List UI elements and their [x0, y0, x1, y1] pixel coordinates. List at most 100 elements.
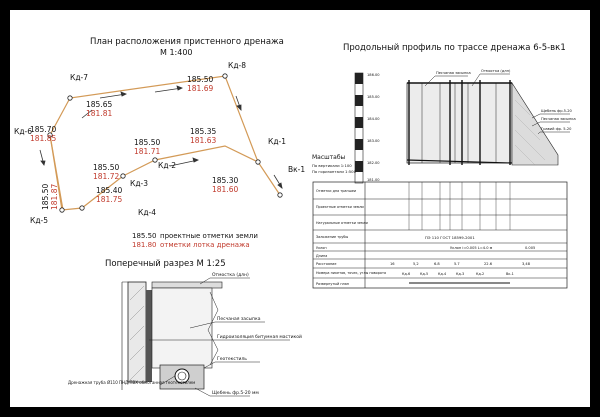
tray-mark: 181.69: [187, 84, 213, 93]
tray-mark: 181.75: [96, 195, 122, 204]
distance-value: 22.6: [484, 262, 493, 266]
axis-tick-labels: 186.00 185.00 184.00 183.00 182.00 181.0…: [367, 73, 380, 182]
ground-mark: 185.40: [96, 186, 122, 195]
tray-mark: 181.71: [134, 147, 160, 156]
elevation-marks: 185.65 181.81 185.50 181.69 185.70 181.8…: [30, 75, 238, 210]
profile-table: Отметки дна траншеи Проектные отметки зе…: [312, 181, 568, 289]
distance-value: 5.7: [454, 262, 460, 266]
well-kd2-label: Кд-2: [158, 161, 176, 170]
row-label: Номера пикетов, точек, углы поворота: [316, 271, 386, 275]
ground-mark: 185.50: [187, 75, 213, 84]
legend-tray-value: 181.80: [132, 241, 157, 249]
well-kd6-marker: [47, 132, 53, 138]
ground-mark: 185.50: [41, 184, 50, 210]
distance-value: 6.8: [434, 262, 440, 266]
point-value: Вк-1: [506, 272, 514, 276]
row-label: Отметки дна траншеи: [316, 189, 356, 193]
legend-ground-value: 185.50: [132, 232, 157, 240]
row-label: Проектные отметки земли: [316, 205, 364, 209]
scale-horizontal: По горизонтали 1:500: [312, 169, 357, 174]
well-vk1-label: Вк-1: [288, 165, 305, 174]
drain-route: [49, 75, 281, 196]
plan-title: План расположения пристенного дренажа: [90, 37, 284, 47]
tray-mark: 181.60: [212, 185, 238, 194]
point-value: Кд-3: [456, 272, 464, 276]
ground-mark: 185.70: [30, 125, 56, 134]
ground-mark: 185.35: [190, 127, 216, 136]
scale-vertical: По вертикали 1:100: [312, 163, 352, 168]
row-label: Уклон: [316, 246, 327, 250]
cross-section: Поперечный разрез М 1:25 Отмостка (длн) …: [68, 259, 302, 397]
well-kd2-marker: [152, 157, 158, 163]
section-hatching: [129, 285, 145, 381]
plan-legend: 185.50 проектные отметки земли 181.80 от…: [132, 232, 258, 249]
callout-gravel-right-2: Гравий фр. 5-20: [541, 127, 572, 131]
point-value: Кд-4: [438, 272, 446, 276]
tray-mark: 181.87: [50, 184, 59, 210]
legend-ground-text: проектные отметки земли: [160, 232, 258, 240]
well-shafts: [408, 80, 511, 165]
sand-backfill: [151, 287, 213, 369]
well-vk1-marker: [277, 192, 283, 198]
longitudinal-profile: Продольный профиль по трассе дренажа 6-5…: [312, 43, 576, 289]
slope-hatching: [514, 99, 546, 166]
point-value: Кд-2: [476, 272, 484, 276]
axis-tick: 186.00: [367, 73, 380, 77]
slope-label: Уклон i=0.005 L=4.0 м: [450, 246, 493, 250]
section-leaders: [149, 277, 290, 397]
tray-mark: 181.85: [30, 134, 56, 143]
waterproofing-layer: [146, 290, 152, 382]
axis-tick: 181.00: [367, 178, 380, 182]
tray-mark: 181.72: [93, 172, 119, 181]
distance-value: 16: [390, 262, 395, 266]
callout-gravel-right: Щебень фр.5-20: [541, 109, 573, 113]
distance-value: 3,48: [522, 262, 531, 266]
row-label: Длина: [316, 254, 327, 258]
point-value: Кд-6: [402, 272, 410, 276]
well-kd3-marker: [120, 173, 126, 179]
callout-geotextile: Геотекстиль: [217, 356, 247, 362]
row-label: Расстояние: [316, 262, 336, 266]
slope-value: 0.005: [525, 246, 535, 250]
ground-mark: 185.50: [134, 138, 160, 147]
well-kd4-label: Кд-4: [138, 208, 156, 217]
break-line: [207, 291, 219, 366]
legend-tray-text: отметки лотка дренажа: [160, 241, 250, 249]
ground-mark: 185.50: [93, 163, 119, 172]
drain-pipe-inner: [177, 371, 187, 381]
well-kd5-marker: [59, 207, 65, 213]
tray-mark: 181.63: [190, 136, 216, 145]
drain-branch: [49, 134, 64, 211]
well-kd1-marker: [255, 159, 261, 165]
well-markers: [47, 73, 283, 213]
callout-sand-right: Песчаная засыпка: [541, 117, 576, 121]
well-kd5-label: Кд-5: [30, 216, 48, 225]
ground-mark: 185.30: [212, 176, 238, 185]
well-kd6-label: Кд-6: [14, 127, 32, 136]
plan-scale: М 1:400: [160, 48, 193, 57]
value-columns: [408, 182, 511, 230]
axis-tick: 183.00: [367, 139, 380, 143]
drawing-sheet: План расположения пристенного дренажа М …: [10, 10, 590, 407]
point-value: Кд-5: [420, 272, 428, 276]
callout-sand-top: Песчаная засыпка: [436, 71, 471, 75]
well-kd1-label: Кд-1: [268, 137, 286, 146]
row-label: Заложение трубы: [316, 235, 348, 239]
drawing-canvas: План расположения пристенного дренажа М …: [14, 37, 576, 397]
row-label: Натуральные отметки земли: [316, 221, 368, 225]
callout-gravel: Щебень фр.5-20 мм: [212, 390, 259, 396]
well-kd4-marker: [79, 205, 85, 211]
callout-blind-area: Отмостка (длн): [212, 272, 249, 278]
callout-sand: Песчаная засыпка: [217, 316, 261, 322]
axis-tick: 184.00: [367, 117, 380, 121]
slope-fill: [511, 81, 559, 166]
well-kd3-label: Кд-3: [130, 179, 148, 188]
well-kd7-label: Кд-7: [70, 73, 88, 82]
section-title: Поперечный разрез М 1:25: [105, 259, 226, 269]
pipe-line: [406, 159, 513, 164]
axis-tick: 182.00: [367, 161, 380, 165]
row-label: Развернутый план: [316, 282, 349, 286]
pipe-label: ПЭ 110 ГОСТ 18599-2001: [425, 235, 475, 240]
well-kd8-marker: [222, 73, 228, 79]
profile-title: Продольный профиль по трассе дренажа 6-5…: [343, 43, 566, 53]
